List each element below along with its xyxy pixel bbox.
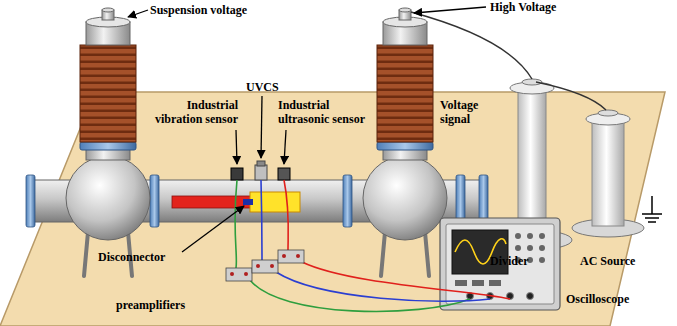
text-label: High Voltage [490,0,556,14]
text-label: Disconnector [98,250,165,264]
text-label: Voltage signal [440,98,492,126]
text-label: Divider [490,254,529,268]
text-label: Industrial vibration sensor [138,98,238,126]
text-label: Suspension voltage [150,3,247,17]
text-label: AC Source [580,254,635,268]
text-label: Oscilloscope [566,292,629,306]
text-label: preamplifiers [116,298,185,312]
text-label: UVCS [246,80,279,94]
text-label: Industrial ultrasonic sensor [278,98,376,126]
